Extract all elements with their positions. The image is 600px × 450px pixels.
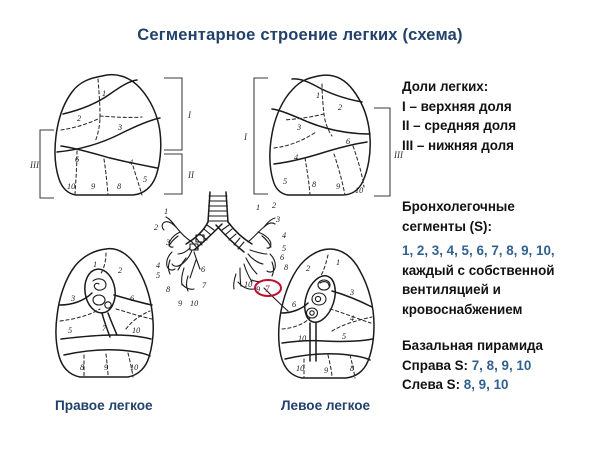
segment-label-10: 10 bbox=[132, 326, 140, 335]
segment-label-2: 2 bbox=[77, 114, 81, 123]
segments-numbers: 1, 2, 3, 4, 5, 6, 7, 8, 9, 10, bbox=[402, 243, 555, 258]
caption-right-lung: Правое легкое bbox=[55, 398, 153, 413]
tree-left-label-1: 1 bbox=[164, 207, 168, 216]
segment-label-1: 1 bbox=[316, 91, 320, 100]
lobe-item-2: II – средняя доля bbox=[402, 118, 517, 133]
caption-left-lung: Левое легкое bbox=[281, 398, 371, 413]
segment-label-3: 3 bbox=[349, 288, 354, 297]
pyramid-right-row: Справа S: 7, 8, 9, 10 bbox=[402, 356, 598, 376]
segment-label-6: 6 bbox=[292, 300, 297, 309]
figure-left-lung-lateral: 1 2 3 6 4 5 8 9 10 I III bbox=[243, 68, 405, 203]
tree-left-label-8: 8 bbox=[166, 285, 170, 294]
segment-label-3: 3 bbox=[296, 123, 301, 132]
segment-label-2: 2 bbox=[338, 103, 342, 112]
pyramid-left-row: Слева S: 8, 9, 10 bbox=[402, 375, 598, 395]
segments-desc-line3: кровоснабжением bbox=[402, 301, 523, 317]
segment-label-9: 9 bbox=[336, 182, 340, 191]
segment-label-2: 2 bbox=[118, 266, 122, 275]
segments-text-block: Бронхолегочные сегменты (S): 1, 2, 3, 4,… bbox=[402, 197, 598, 319]
tree-right-label-3: 3 bbox=[275, 215, 280, 224]
segment-label-1: 1 bbox=[93, 260, 97, 269]
segment-label-5: 5 bbox=[143, 175, 147, 184]
tree-right-label-1: 1 bbox=[256, 203, 260, 212]
tree-left-label-10: 10 bbox=[190, 299, 198, 308]
segment-label-7: 7 bbox=[102, 324, 107, 333]
lobe-bracket-III: III bbox=[29, 160, 40, 170]
segment-label-10b: 10 bbox=[130, 363, 138, 372]
segment-label-3: 3 bbox=[117, 123, 122, 132]
pyramid-right-label: Справа S: bbox=[402, 357, 468, 373]
segment-label-1: 1 bbox=[336, 258, 340, 267]
tree-left-label-2: 2 bbox=[154, 223, 158, 232]
figure-right-lung-medial: 1 2 3 6 5 7 10 8 9 10 bbox=[38, 243, 193, 383]
basal-pyramid-text-block: Базальная пирамида Справа S: 7, 8, 9, 10… bbox=[402, 336, 598, 395]
segment-label-9: 9 bbox=[104, 363, 108, 372]
figure-left-lung-medial: 2 1 6 3 4 5 10 10 9 8 bbox=[258, 243, 408, 383]
segments-desc-line2: вентиляцией и bbox=[402, 282, 501, 297]
pyramid-right-numbers: 7, 8, 9, 10 bbox=[471, 357, 532, 373]
tree-left-label-7: 7 bbox=[202, 281, 207, 290]
segment-label-5: 5 bbox=[68, 326, 72, 335]
tree-left-label-6: 6 bbox=[201, 265, 206, 274]
page-title: Сегментарное строение легких (схема) bbox=[137, 26, 463, 44]
tree-right-label-2: 2 bbox=[272, 201, 276, 210]
bronchial-tree-drawing: 1 2 3 4 5 6 7 8 9 10 1 2 3 4 5 6 8 10 9 … bbox=[154, 191, 289, 312]
segment-label-6: 6 bbox=[130, 294, 135, 303]
segment-label-4: 4 bbox=[129, 158, 133, 167]
figure-bronchial-tree: 1 2 3 4 5 6 7 8 9 10 1 2 3 4 5 6 8 10 9 … bbox=[152, 191, 302, 312]
red-highlight-ellipse bbox=[254, 279, 282, 297]
pyramid-heading: Базальная пирамида bbox=[402, 338, 544, 353]
lobe-bracket-I: I bbox=[243, 132, 248, 142]
lobes-text-block: Доли легких: I – верхняя доля II – средн… bbox=[402, 77, 598, 155]
segments-desc-line1: каждый с собственной bbox=[402, 262, 555, 278]
segment-label-6: 6 bbox=[346, 137, 351, 146]
right-lung-lateral-drawing: 1 2 3 6 4 5 10 9 8 I II III bbox=[29, 73, 195, 199]
segment-label-9: 9 bbox=[324, 366, 328, 375]
tree-right-label-4: 4 bbox=[282, 231, 286, 240]
tree-right-label-8: 8 bbox=[284, 263, 288, 272]
segment-label-1: 1 bbox=[102, 89, 106, 98]
pyramid-left-label: Слева S: bbox=[402, 377, 461, 392]
red-segment-label-7: 7 bbox=[265, 284, 270, 294]
tree-left-label-9: 9 bbox=[178, 299, 182, 308]
right-lung-medial-drawing: 1 2 3 6 5 7 10 8 9 10 bbox=[55, 247, 154, 378]
pyramid-left-numbers: 8, 9, 10 bbox=[463, 377, 509, 392]
left-lung-medial-drawing: 2 1 6 3 4 5 10 10 9 8 bbox=[278, 248, 375, 379]
tree-left-label-3: 3 bbox=[165, 238, 170, 247]
tree-left-label-5: 5 bbox=[156, 271, 160, 280]
lobe-bracket-II: II bbox=[187, 170, 195, 180]
segment-label-8: 8 bbox=[80, 363, 84, 372]
segment-label-8: 8 bbox=[312, 180, 316, 189]
segment-label-8: 8 bbox=[350, 364, 354, 373]
tree-right-label-6: 6 bbox=[280, 253, 285, 262]
tree-right-label-9: 9 bbox=[256, 285, 260, 294]
segment-label-10: 10 bbox=[355, 186, 363, 195]
tree-right-label-5: 5 bbox=[282, 244, 286, 253]
segment-label-5: 5 bbox=[342, 332, 346, 341]
left-lung-lateral-drawing: 1 2 3 6 4 5 8 9 10 I III bbox=[243, 74, 404, 197]
segment-label-5: 5 bbox=[283, 177, 287, 186]
segments-heading-line2: сегменты (S): bbox=[402, 218, 492, 234]
lobe-item-3: III – нижняя доля bbox=[402, 137, 514, 153]
figure-right-lung-lateral: 1 2 3 6 4 5 10 9 8 I II III bbox=[29, 68, 205, 203]
tree-left-label-4: 4 bbox=[156, 261, 160, 270]
segment-label-2: 2 bbox=[306, 264, 310, 273]
segments-heading-line1: Бронхолегочные bbox=[402, 199, 515, 214]
segment-label-8: 8 bbox=[117, 182, 121, 191]
lobes-heading: Доли легких: bbox=[402, 79, 489, 94]
segment-label-4: 4 bbox=[350, 314, 354, 323]
lobe-bracket-III: III bbox=[393, 150, 404, 160]
segment-label-4: 4 bbox=[294, 153, 298, 162]
segment-label-10: 10 bbox=[67, 182, 75, 191]
segment-label-6: 6 bbox=[75, 155, 80, 164]
tree-right-label-10: 10 bbox=[244, 280, 252, 289]
segment-label-10: 10 bbox=[298, 334, 306, 343]
lobe-item-1: I – верхняя доля bbox=[402, 98, 512, 114]
segment-label-10b: 10 bbox=[296, 364, 304, 373]
segment-label-9: 9 bbox=[91, 182, 95, 191]
segment-label-3: 3 bbox=[70, 294, 75, 303]
lobe-bracket-I: I bbox=[187, 110, 192, 120]
